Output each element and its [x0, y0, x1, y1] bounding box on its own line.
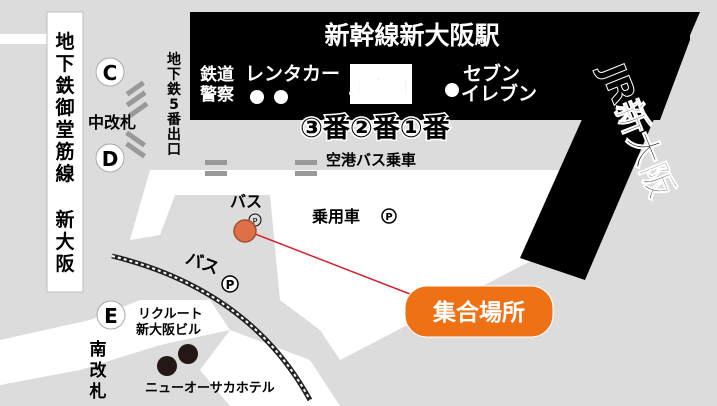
- airport-bus: 空港バス乗車: [326, 151, 416, 169]
- svg-text:P: P: [226, 278, 235, 292]
- car-parking-symbol: P: [381, 208, 397, 224]
- hotel: ニューオーサカホテル: [145, 381, 275, 396]
- hotel-dot: [157, 356, 177, 376]
- svg-text:C: C: [103, 61, 118, 85]
- exit-e: E: [96, 300, 126, 330]
- jr-building: [520, 12, 700, 280]
- station-building: [190, 12, 700, 280]
- main-entrance: 正面口: [349, 74, 409, 98]
- svg-text:出: 出: [167, 126, 181, 143]
- rent-a-car: レンタカー: [245, 63, 340, 85]
- svg-text:P: P: [385, 212, 392, 223]
- svg-text:御: 御: [54, 96, 74, 119]
- svg-text:P: P: [253, 217, 258, 226]
- svg-text:鉄: 鉄: [55, 74, 74, 97]
- bus-island: [200, 195, 270, 300]
- svg-text:地: 地: [55, 30, 74, 53]
- station-name: 新幹線新大阪駅: [324, 21, 499, 50]
- railway-police-2: 警察: [199, 84, 235, 105]
- svg-text:南: 南: [90, 339, 107, 360]
- rentacar-dot: [274, 90, 288, 104]
- seven-eleven-1: セブン: [463, 62, 520, 85]
- svg-text:鉄: 鉄: [167, 81, 182, 98]
- police-dot: [250, 90, 264, 104]
- car-parking: 乗用車: [312, 207, 360, 226]
- svg-text:線: 線: [55, 162, 74, 185]
- recruit-building-dot: [178, 344, 198, 364]
- bus-stop-numbers: ③番②番①番: [300, 113, 451, 144]
- svg-text:下: 下: [167, 67, 181, 83]
- meeting-point-pin[interactable]: [233, 219, 257, 243]
- svg-text:札: 札: [89, 381, 107, 402]
- exit-c: C: [95, 57, 125, 87]
- svg-text:改: 改: [90, 360, 108, 381]
- svg-text:大: 大: [55, 230, 74, 253]
- svg-text:D: D: [102, 147, 119, 171]
- subway-line-strip: [46, 11, 84, 293]
- seven-eleven-2: イレブン: [461, 82, 537, 105]
- main-entrance-marker: [350, 64, 412, 104]
- bus-label: バス: [230, 192, 262, 211]
- exit-d: D: [95, 143, 125, 173]
- svg-text:5: 5: [169, 97, 179, 113]
- svg-text:新: 新: [55, 208, 74, 231]
- svg-text:堂: 堂: [55, 119, 74, 141]
- svg-text:番: 番: [166, 111, 182, 128]
- railway-police-1: 鉄道: [200, 64, 234, 85]
- svg-text:集合場所: 集合場所: [432, 299, 525, 326]
- svg-text:E: E: [104, 304, 118, 328]
- subway-line-label: 地 下 鉄 御 堂 筋 線 新 大 阪: [54, 30, 75, 275]
- south-gate: 南 改 札: [89, 339, 108, 402]
- crosswalk-stripes: [125, 80, 317, 176]
- recruit-building-2: 新大阪ビル: [136, 322, 201, 338]
- seven-eleven-dot: [445, 83, 459, 97]
- svg-text:下: 下: [55, 53, 74, 75]
- recruit-building-1: リクルート: [138, 307, 203, 322]
- central-gate: 中改札: [88, 113, 136, 132]
- svg-text:口: 口: [167, 142, 181, 158]
- subway-exit-5: 地 下 鉄 5 番 出 口: [166, 51, 182, 158]
- meeting-point-label[interactable]: 集合場所: [404, 285, 554, 338]
- meeting-pointer-line: [249, 231, 411, 295]
- railway-track: [111, 253, 313, 402]
- svg-text:筋: 筋: [55, 140, 74, 163]
- svg-text:阪: 阪: [55, 252, 75, 275]
- bus-parking-symbol: P: [221, 275, 239, 293]
- svg-text:地: 地: [167, 51, 181, 68]
